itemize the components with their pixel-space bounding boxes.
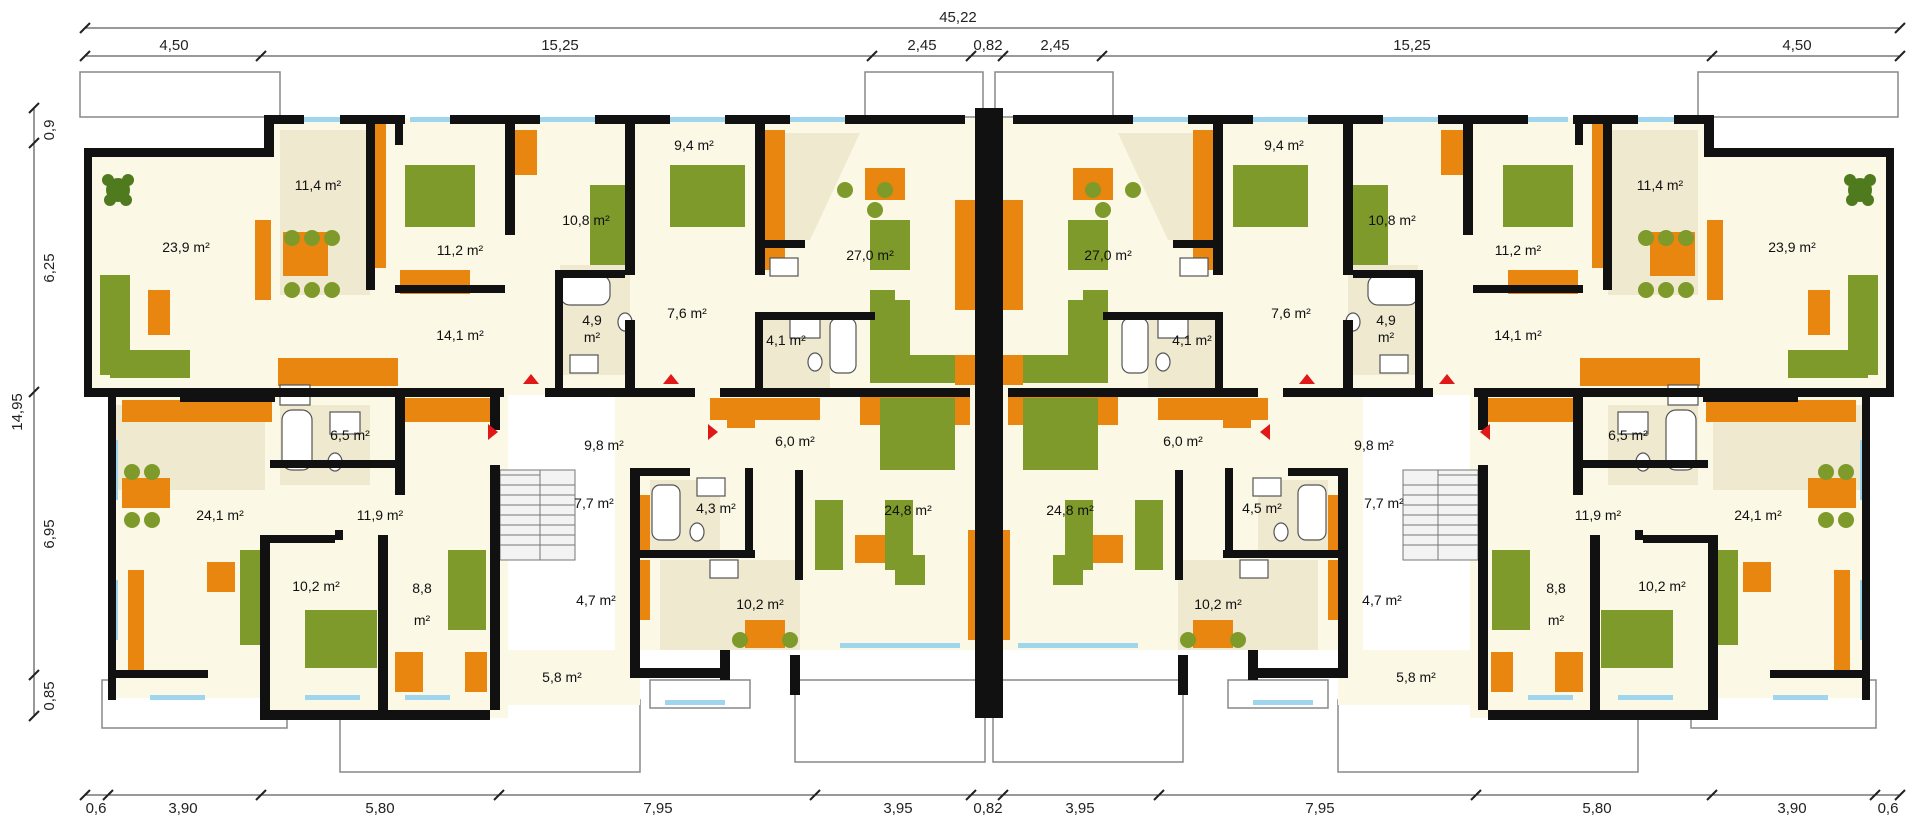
dim-left-total: 14,95 — [9, 393, 26, 431]
stair-arrows — [488, 374, 718, 440]
dim-left-3: 6,95 — [41, 519, 58, 548]
area-bedroom-4: 10,2 m² — [292, 578, 340, 594]
area-bathroom-1-r-b: m² — [1378, 329, 1395, 345]
dim-bottom-7: 3,95 — [1065, 800, 1094, 817]
area-hall-4-r: 11,9 m² — [1575, 507, 1622, 523]
plant-icon — [102, 174, 134, 206]
dimension-lines — [28, 22, 1906, 801]
area-bedroom-3-r: 9,4 m² — [1264, 137, 1304, 153]
sanitary-fixtures — [279, 257, 857, 579]
dim-left-4: 0,85 — [41, 681, 58, 710]
area-living-room-2-r: 27,0 m² — [1084, 247, 1132, 263]
dim-bottom-3: 5,80 — [365, 800, 394, 817]
area-living-room-3: 24,1 m² — [196, 507, 244, 523]
room-labels-right: 27,0 m² 9,4 m² 10,8 m² 11,2 m² 11,4 m² 2… — [1046, 137, 1816, 685]
area-bathroom-1-b: m² — [584, 329, 601, 345]
area-living-room-2: 27,0 m² — [846, 247, 894, 263]
area-landing: 7,7 m² — [574, 495, 614, 511]
area-hall-3-r: 6,0 m² — [1163, 433, 1203, 449]
room-labels-left: 23,9 m² 11,4 m² 11,2 m² 10,8 m² 9,4 m² 2… — [162, 137, 932, 685]
area-bedroom-2-r: 10,8 m² — [1368, 212, 1416, 228]
area-bathroom-1-a: 4,9 — [582, 312, 602, 328]
area-hall-1-r: 14,1 m² — [1494, 327, 1542, 343]
area-bathroom-4: 4,3 m² — [696, 500, 736, 516]
dim-top-7: 4,50 — [1782, 37, 1811, 54]
dim-bottom-4: 7,95 — [643, 800, 672, 817]
area-landing-r: 7,7 m² — [1364, 495, 1404, 511]
area-bedroom-3: 9,4 m² — [674, 137, 714, 153]
area-entrance-r: 5,8 m² — [1396, 669, 1436, 685]
dim-overall: 45,22 — [939, 9, 977, 26]
dim-bottom-10: 3,90 — [1777, 800, 1806, 817]
dim-top-4: 0,82 — [973, 37, 1002, 54]
staircase — [499, 469, 576, 561]
dim-bottom-5: 3,95 — [883, 800, 912, 817]
area-living-room-1-r: 23,9 m² — [1768, 239, 1816, 255]
area-stair-hall-r: 9,8 m² — [1354, 437, 1394, 453]
building-half-left — [79, 71, 995, 773]
area-bedroom-5-r-b: m² — [1548, 612, 1565, 628]
area-hall-2-r: 7,6 m² — [1271, 305, 1311, 321]
area-vestibule-r: 4,7 m² — [1362, 592, 1402, 608]
area-hall-3: 6,0 m² — [775, 433, 815, 449]
area-bedroom-5-a: 8,8 — [412, 580, 432, 596]
area-bathroom-1-r-a: 4,9 — [1376, 312, 1396, 328]
dim-left-2: 6,25 — [41, 253, 58, 282]
dim-bottom-11: 0,6 — [1878, 800, 1899, 817]
area-living-room-4: 24,8 m² — [884, 502, 932, 518]
area-living-room-3-r: 24,1 m² — [1734, 507, 1782, 523]
area-bedroom-1: 11,2 m² — [437, 242, 484, 258]
area-kitchen-2: 10,2 m² — [736, 596, 784, 612]
dim-bottom-2: 3,90 — [168, 800, 197, 817]
area-kitchen-2-r: 10,2 m² — [1194, 596, 1242, 612]
area-bathroom-2: 4,1 m² — [766, 332, 806, 348]
area-bathroom-3-r: 6,5 m² — [1608, 427, 1648, 443]
dim-bottom-8: 7,95 — [1305, 800, 1334, 817]
area-hall-1: 14,1 m² — [436, 327, 484, 343]
area-hall-4: 11,9 m² — [357, 507, 404, 523]
area-kitchen-1: 11,4 m² — [295, 177, 342, 193]
area-bedroom-4-r: 10,2 m² — [1638, 578, 1686, 594]
area-bedroom-1-r: 11,2 m² — [1495, 242, 1542, 258]
dim-top-5: 2,45 — [1040, 37, 1069, 54]
area-vestibule: 4,7 m² — [576, 592, 616, 608]
dim-left-1: 0,9 — [41, 120, 58, 141]
area-bedroom-5-r-a: 8,8 — [1546, 580, 1566, 596]
building-half-right — [982, 71, 1899, 773]
dim-top-3: 2,45 — [907, 37, 936, 54]
area-entrance: 5,8 m² — [542, 669, 582, 685]
area-bathroom-3: 6,5 m² — [330, 427, 370, 443]
area-bathroom-4-r: 4,5 m² — [1242, 500, 1282, 516]
area-living-room-4-r: 24,8 m² — [1046, 502, 1094, 518]
area-bedroom-5-b: m² — [414, 612, 431, 628]
dim-top-2: 15,25 — [541, 37, 579, 54]
dimension-labels: 45,22 4,50 15,25 2,45 0,82 2,45 15,25 4,… — [9, 9, 1898, 817]
dim-bottom-1: 0,6 — [86, 800, 107, 817]
area-hall-2: 7,6 m² — [667, 305, 707, 321]
area-living-room-1: 23,9 m² — [162, 239, 210, 255]
area-bedroom-2: 10,8 m² — [562, 212, 610, 228]
dim-bottom-9: 5,80 — [1582, 800, 1611, 817]
area-bathroom-2-r: 4,1 m² — [1172, 332, 1212, 348]
area-kitchen-1-r: 11,4 m² — [1637, 177, 1684, 193]
dim-top-6: 15,25 — [1393, 37, 1431, 54]
dim-top-1: 4,50 — [159, 37, 188, 54]
area-stair-hall: 9,8 m² — [584, 437, 624, 453]
dim-bottom-6: 0,82 — [973, 800, 1002, 817]
